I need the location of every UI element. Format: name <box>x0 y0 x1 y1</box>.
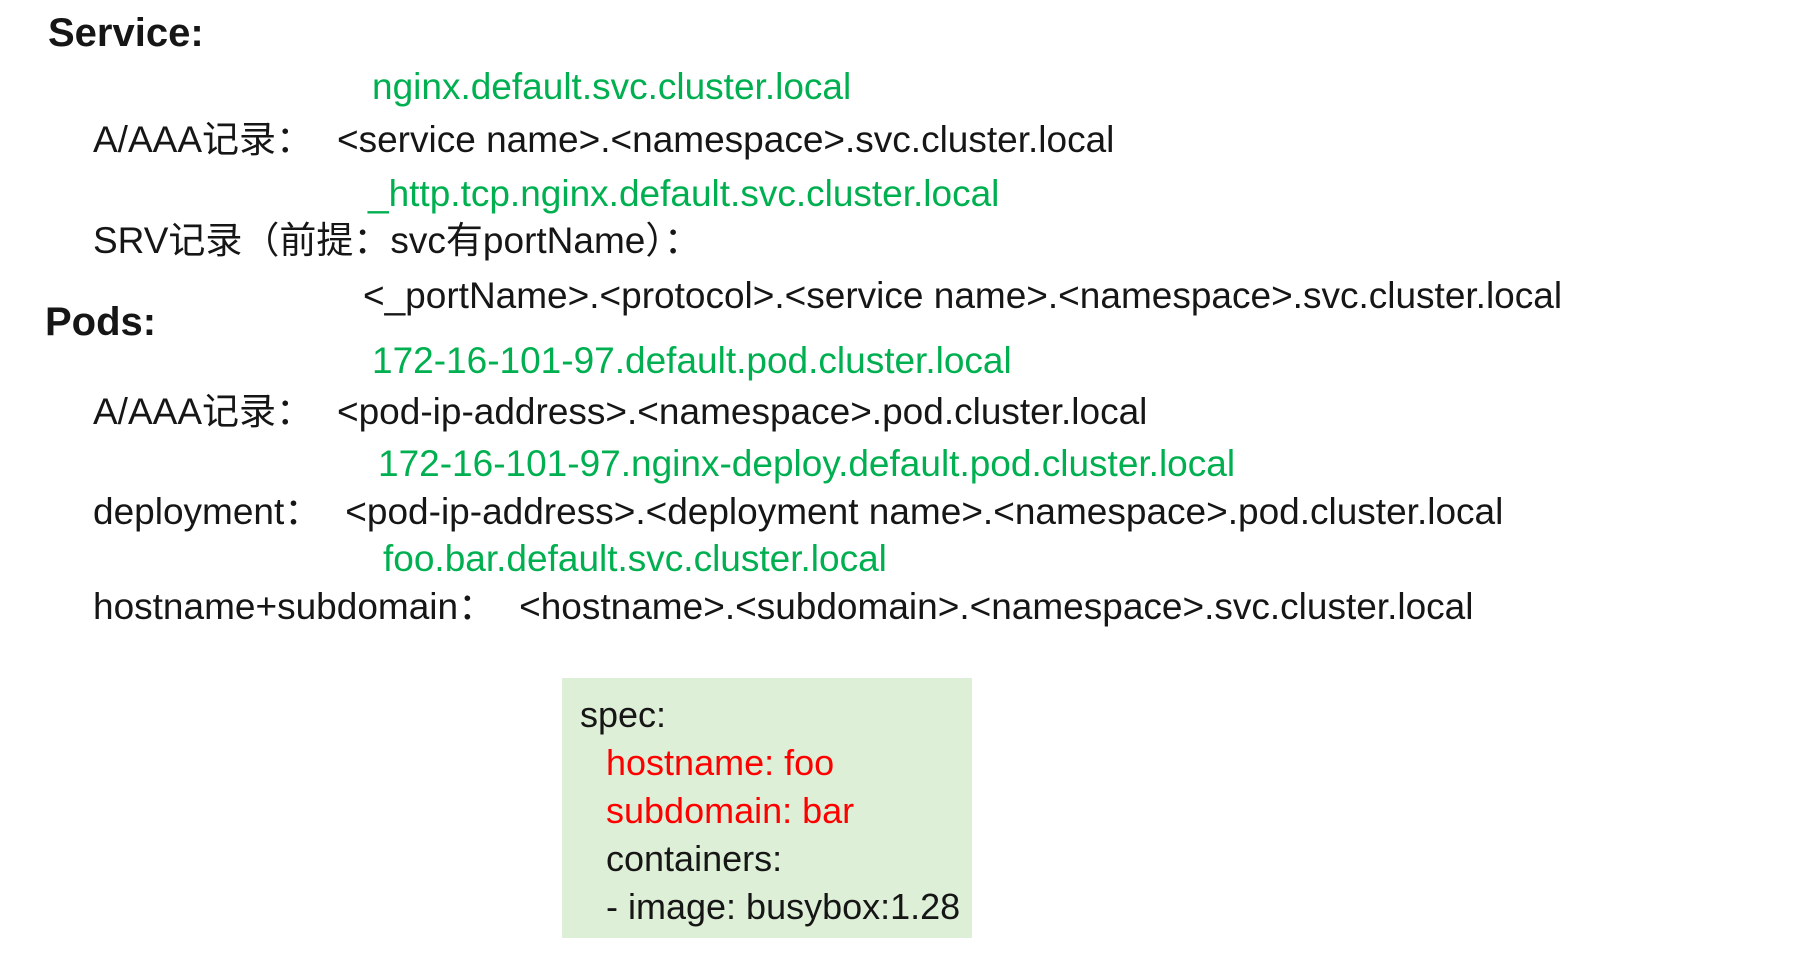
service-srv-record-label: SRV记录（前提：svc有portName）： <box>93 220 701 261</box>
service-a-record-pattern: <service name>.<namespace>.svc.cluster.l… <box>337 119 1115 160</box>
pod-deployment-line: deployment： <pod-ip-address>.<deployment … <box>93 489 1503 535</box>
pod-hostname-subdomain-pattern: <hostname>.<subdomain>.<namespace>.svc.c… <box>519 586 1474 627</box>
pod-a-record-example: 172-16-101-97.default.pod.cluster.local <box>372 340 1012 381</box>
pod-hostname-subdomain-example: foo.bar.default.svc.cluster.local <box>383 538 887 579</box>
service-srv-record-example: _http.tcp.nginx.default.svc.cluster.loca… <box>368 173 1000 214</box>
yaml-line-hostname: hostname: foo <box>606 742 835 783</box>
pod-hostname-subdomain-label: hostname+subdomain： <box>93 586 496 627</box>
pod-spec-yaml-box: spec: hostname: foo subdomain: bar conta… <box>562 678 972 938</box>
service-srv-record-line: SRV记录（前提：svc有portName）： <box>93 218 701 264</box>
pod-hostname-subdomain-line: hostname+subdomain： <hostname>.<subdomain… <box>93 584 1473 630</box>
pod-a-record-label: A/AAA记录： <box>93 391 313 432</box>
service-a-record-label: A/AAA记录： <box>93 119 313 160</box>
yaml-line-subdomain: subdomain: bar <box>606 790 855 831</box>
pod-a-record-line: A/AAA记录： <pod-ip-address>.<namespace>.pod… <box>93 389 1147 435</box>
pods-heading: Pods: <box>45 300 157 344</box>
pod-deployment-label: deployment： <box>93 491 322 532</box>
pod-deployment-pattern: <pod-ip-address>.<deployment name>.<name… <box>345 491 1504 532</box>
yaml-line-image: - image: busybox:1.28 <box>606 886 961 927</box>
service-srv-record-pattern: <_portName>.<protocol>.<service name>.<n… <box>363 275 1563 316</box>
yaml-line-spec: spec: <box>580 694 667 735</box>
service-a-record-line: A/AAA记录： <service name>.<namespace>.svc.c… <box>93 117 1114 163</box>
pod-deployment-example: 172-16-101-97.nginx-deploy.default.pod.c… <box>378 443 1236 484</box>
pod-a-record-pattern: <pod-ip-address>.<namespace>.pod.cluster… <box>337 391 1148 432</box>
yaml-line-containers: containers: <box>606 838 783 879</box>
service-a-record-example: nginx.default.svc.cluster.local <box>372 66 852 107</box>
service-heading: Service: <box>48 11 204 55</box>
